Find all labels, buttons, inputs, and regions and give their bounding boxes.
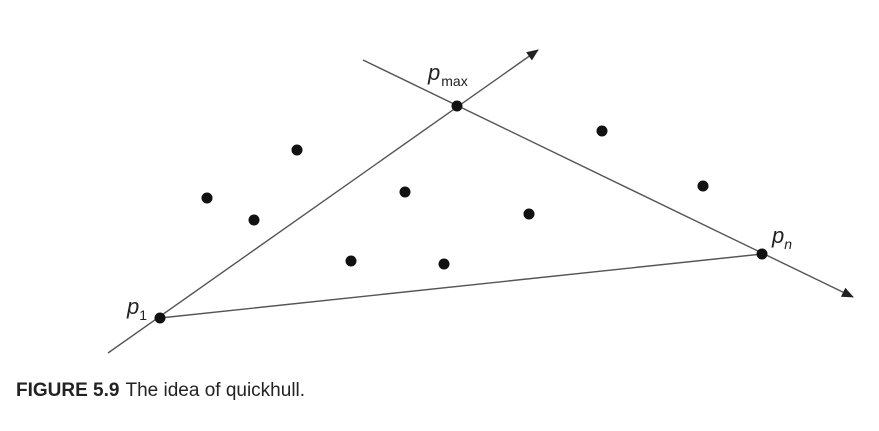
caption-text: The idea of quickhull. [125, 380, 306, 401]
label-pmax: pmax [427, 60, 468, 89]
point [201, 192, 213, 204]
point [399, 186, 411, 198]
line-p1-pmax [107, 49, 539, 354]
point [523, 208, 535, 220]
quickhull-diagram: p1 pmax pn [107, 49, 854, 354]
segment-p1-pn [159, 253, 763, 319]
point-p1 [154, 312, 166, 324]
point [291, 144, 303, 156]
point [248, 214, 260, 226]
point [438, 258, 450, 270]
figure-number: FIGURE 5.9 [16, 380, 120, 401]
point-pn [756, 248, 768, 260]
label-p1: p1 [126, 294, 147, 323]
point [596, 125, 608, 137]
label-pn: pn [771, 223, 792, 252]
point [345, 255, 357, 267]
point-pmax [451, 100, 463, 112]
point [697, 180, 709, 192]
line-pmax-pn [362, 59, 854, 298]
